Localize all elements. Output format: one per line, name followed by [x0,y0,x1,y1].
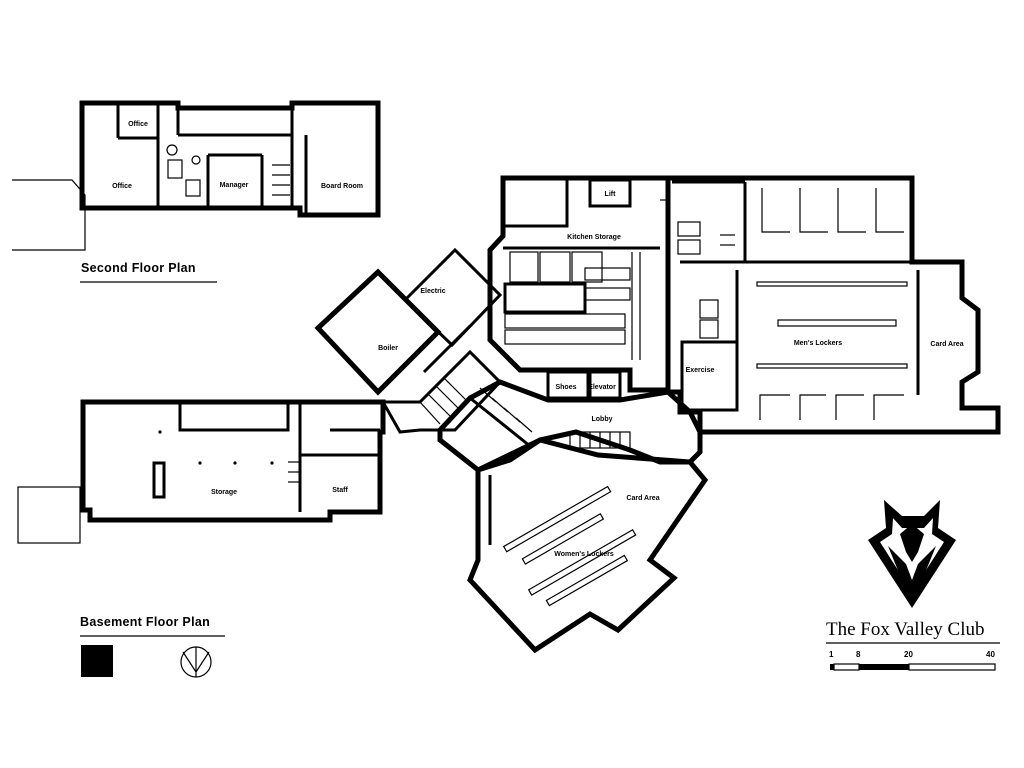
kitchen-corner-room [501,176,569,228]
room-label-card-area-east: Card Area [930,341,963,348]
room-label-board-room: Board Room [321,183,363,190]
scale-bar: 1 8 20 40 [829,650,996,671]
room-label-storage: Storage [211,489,237,496]
scale-tick-1: 1 [829,650,834,659]
electric-room-outline [402,247,503,348]
scale-tick-8: 8 [856,650,861,659]
club-name: The Fox Valley Club [826,619,985,640]
exercise-room [680,340,739,412]
womens-wing-outline [467,437,709,654]
mens-wing-outline [665,175,1001,435]
scale-tick-20: 20 [904,650,913,659]
basement-light-well [178,400,290,432]
room-label-exercise: Exercise [686,367,715,374]
second-floor-outline [79,100,381,218]
room-label-womens-lockers: Women's Lockers [554,551,614,558]
room-label-elevator: Elevator [588,384,616,391]
room-label-office: Office [112,183,132,190]
scale-tick-40: 40 [986,650,995,659]
second-floor-annex [12,179,86,251]
room-label-shoes: Shoes [555,384,576,391]
room-label-card-area-south: Card Area [626,495,659,502]
lift-room [588,178,632,208]
basement-outline [80,399,386,523]
room-label-lobby: Lobby [592,416,613,423]
room-label-mens-lockers: Men's Lockers [794,340,842,347]
basement-column-block [152,461,166,499]
room-label-staff: Staff [332,487,348,494]
lobby-outline [437,379,703,473]
basement-floor-title: Basement Floor Plan [80,615,210,629]
main-floor-plan: Boiler Electric Lift Kitchen Storage Sho… [314,175,1001,654]
room-label-electric: Electric [420,288,445,295]
solid-wall-swatch-icon [81,645,113,677]
basement-floor-plan: Storage Staff Basement Floor Plan [17,399,386,637]
room-label-lift: Lift [605,191,617,198]
fox-head-icon [868,500,956,608]
room-label-office-small: Office [128,121,148,128]
north-arrow-icon [180,646,212,678]
basement-annex [17,486,81,544]
second-floor-plan: Office Office Manager Board Room Second … [12,100,381,283]
room-label-boiler: Boiler [378,345,398,352]
second-floor-title: Second Floor Plan [81,261,196,275]
room-label-kitchen-storage: Kitchen Storage [567,234,621,241]
room-label-manager: Manager [220,182,249,189]
